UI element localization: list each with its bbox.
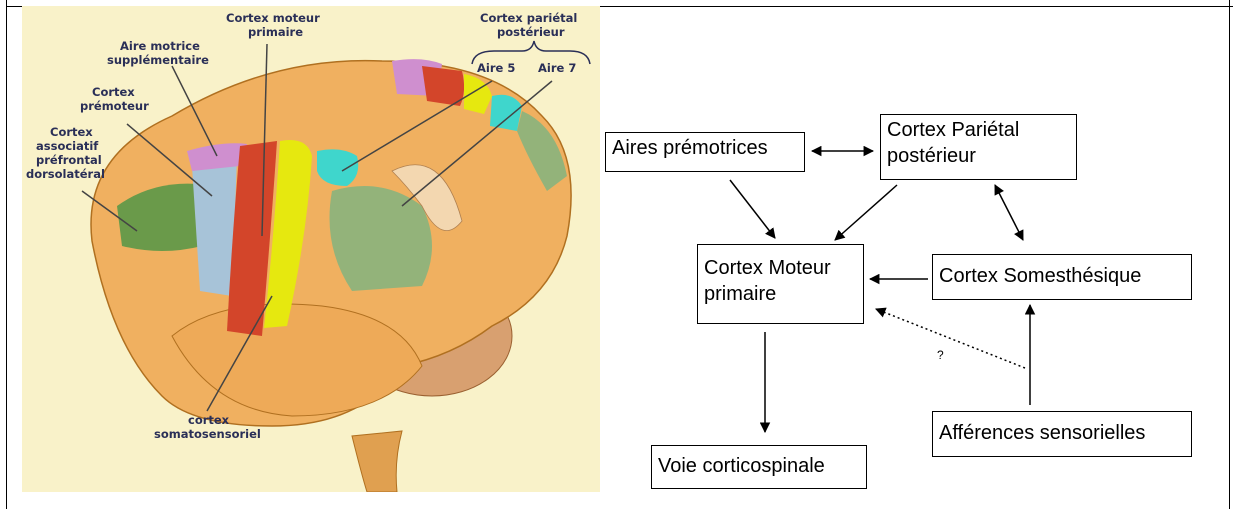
box-parietal-line1: Cortex Pariétal — [887, 117, 1070, 143]
box-aires-premotrices: Aires prémotrices — [605, 132, 805, 172]
box-somesth-label: Cortex Somesthésique — [939, 265, 1141, 287]
box-afferences-label: Afférences sensorielles — [939, 422, 1145, 444]
box-moteur-line2: primaire — [704, 281, 857, 307]
box-voie-corticospinale: Voie corticospinale — [651, 445, 867, 489]
arrow-parietal-moteur — [835, 185, 897, 240]
arrow-aires-moteur — [730, 180, 775, 238]
box-cortex-moteur: Cortex Moteur primaire — [697, 244, 864, 324]
box-moteur-line1: Cortex Moteur — [704, 255, 857, 281]
box-aires-label: Aires prémotrices — [612, 137, 768, 159]
box-voie-label: Voie corticospinale — [658, 455, 825, 477]
question-mark: ? — [937, 348, 944, 362]
arrow-parietal-somesth — [995, 185, 1023, 240]
arrow-afferences-moteur-dotted — [876, 309, 1025, 368]
box-afferences-sensorielles: Afférences sensorielles — [932, 411, 1192, 457]
box-cortex-parietal: Cortex Pariétal postérieur — [880, 114, 1077, 180]
box-cortex-somesthesique: Cortex Somesthésique — [932, 254, 1192, 300]
box-parietal-line2: postérieur — [887, 143, 1070, 169]
